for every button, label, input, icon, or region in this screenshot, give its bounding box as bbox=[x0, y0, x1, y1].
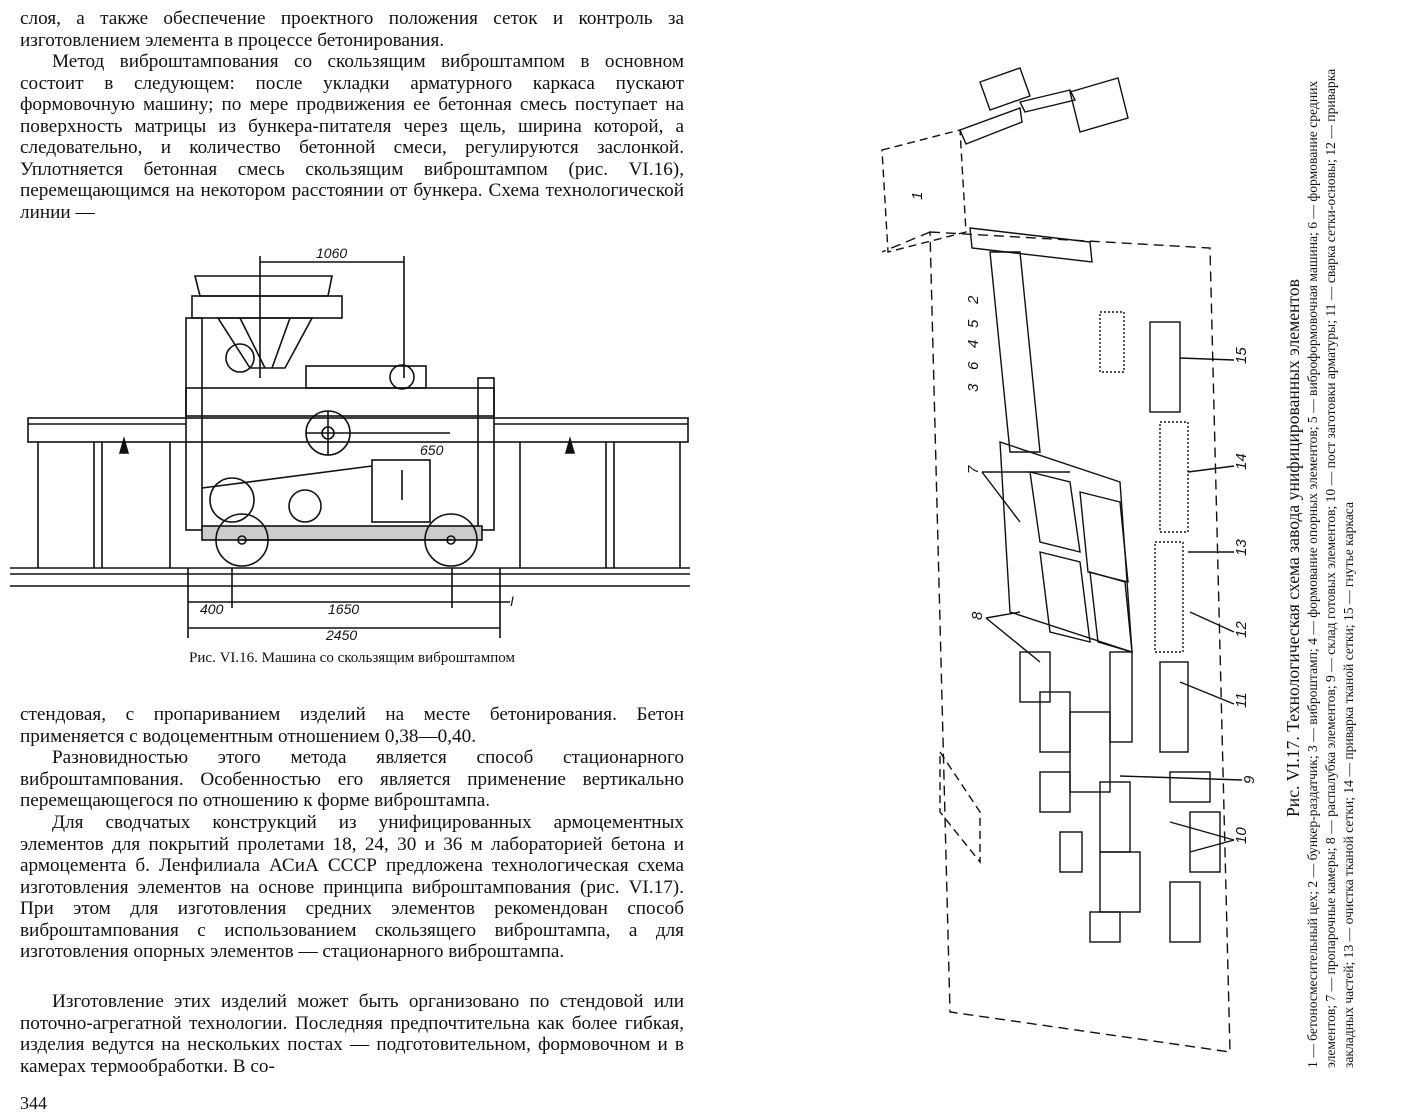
label-5: 5 bbox=[965, 319, 982, 328]
paragraph-1: слоя, а также обеспечение проектного пол… bbox=[20, 8, 684, 51]
figure-2-caption: Рис. VI.17. Технологическая схема завода… bbox=[1283, 28, 1358, 1068]
figure-plant-scheme: 1 2 5 4 6 3 7 bbox=[870, 52, 1270, 1082]
figure-2-legend: 1 — бетоносмесительный цех; 2 — бункер-р… bbox=[1305, 68, 1356, 1068]
figure-vibrostamp-machine: 1060 650 bbox=[10, 238, 690, 650]
label-6: 6 bbox=[965, 361, 982, 370]
label-9: 9 bbox=[1241, 775, 1258, 784]
label-15: 15 bbox=[1233, 347, 1250, 364]
label-7: 7 bbox=[965, 465, 982, 474]
label-11: 11 bbox=[1233, 692, 1250, 708]
dim-1060: 1060 bbox=[316, 245, 347, 261]
paragraph-5: Для сводчатых конструкций из унифицирова… bbox=[20, 812, 684, 962]
paragraph-3: стендовая, с пропариванием изделий на ме… bbox=[20, 704, 684, 747]
paragraph-6: Изготовление этих изделий может быть орг… bbox=[20, 991, 684, 1077]
figure-1-caption: Рис. VI.16. Машина со скользящим виброшт… bbox=[189, 650, 515, 666]
label-4: 4 bbox=[965, 340, 982, 348]
label-14: 14 bbox=[1233, 453, 1250, 470]
dim-2450: 2450 bbox=[325, 627, 357, 643]
paragraph-2: Метод виброштампования со скользящим виб… bbox=[20, 51, 684, 223]
label-1: 1 bbox=[909, 192, 926, 200]
page-number: 344 bbox=[20, 1093, 47, 1113]
paragraph-4: Разновидностью этого метода является спо… bbox=[20, 747, 684, 811]
section-marker: I bbox=[510, 593, 514, 609]
figure-2-title: Рис. VI.17. Технологическая схема завода… bbox=[1283, 279, 1303, 817]
label-12: 12 bbox=[1233, 621, 1250, 638]
label-10: 10 bbox=[1233, 827, 1250, 844]
dim-650: 650 bbox=[420, 442, 444, 458]
label-2: 2 bbox=[965, 295, 982, 305]
dim-1650: 1650 bbox=[328, 601, 359, 617]
label-3: 3 bbox=[965, 383, 982, 392]
label-8: 8 bbox=[969, 611, 986, 620]
label-13: 13 bbox=[1233, 539, 1250, 556]
dim-400: 400 bbox=[200, 601, 224, 617]
